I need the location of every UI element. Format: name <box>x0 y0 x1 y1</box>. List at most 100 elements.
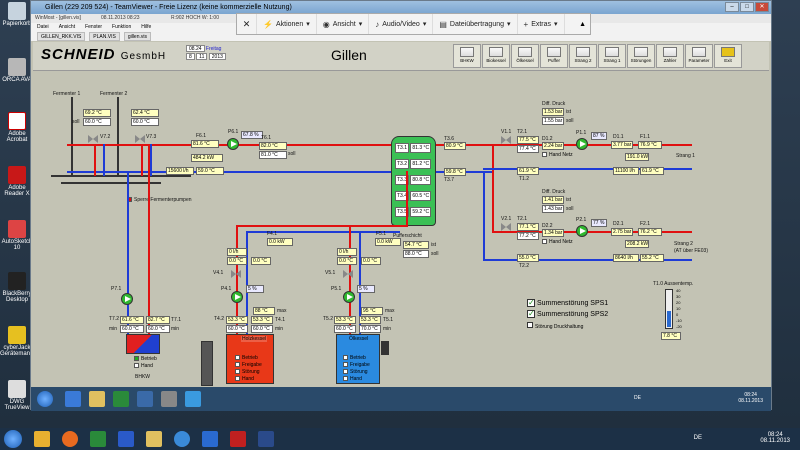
language-indicator[interactable]: DE <box>693 435 702 441</box>
desktop-icon-reader[interactable]: Adobe Reader X <box>0 166 34 197</box>
extras-menu[interactable]: +Extras▾ <box>518 14 565 34</box>
desktop-icon-blackberry[interactable]: BlackBerry Desktop <box>0 272 34 303</box>
t34-value: 60.5 °C <box>410 191 432 201</box>
chevron-down-icon: ▾ <box>422 21 427 28</box>
puffer-soll[interactable]: 88.0 °C <box>403 250 429 258</box>
folder-icon[interactable] <box>34 431 50 447</box>
pump-p21-icon[interactable] <box>576 225 588 237</box>
view-menu[interactable]: ◉Ansicht▾ <box>317 14 370 34</box>
s2-dd-soll[interactable]: 1.43 bar <box>542 205 564 213</box>
word-icon[interactable] <box>118 431 134 447</box>
actions-menu[interactable]: ⚡Aktionen▾ <box>257 14 317 34</box>
t21-soll[interactable]: 77.4 °C <box>517 145 539 153</box>
status-led-icon <box>343 369 348 375</box>
menu-funktion[interactable]: Funktion <box>112 24 132 30</box>
nav-biokessel-button[interactable]: Biokessel <box>482 44 510 68</box>
nav-puffer-button[interactable]: Puffer <box>540 44 568 68</box>
alarm-sps2[interactable]: ✓Summenstörung SPS2 <box>527 309 609 318</box>
pump-p11-icon[interactable] <box>576 138 588 150</box>
alarm-sps1[interactable]: ✓Summenstörung SPS1 <box>527 298 609 307</box>
bhkw-unit[interactable] <box>126 334 160 354</box>
desktop-icon-orca[interactable]: ORCA AVA <box>0 58 34 83</box>
t42-min[interactable]: 60.0 °C <box>226 325 248 333</box>
pump-p71-icon[interactable] <box>121 293 133 305</box>
min-label: min <box>171 326 180 332</box>
nav-zaehler-button[interactable]: Zähler <box>656 44 684 68</box>
pump-p41-icon[interactable] <box>231 291 243 303</box>
app-icon[interactable] <box>230 431 246 447</box>
tab-plan[interactable]: PLAN.VIS <box>89 32 120 41</box>
nav-exit-button[interactable]: Exit <box>714 44 742 68</box>
app-icon[interactable] <box>161 391 177 407</box>
t52-min[interactable]: 60.0 °C <box>334 325 356 333</box>
nav-parameter-button[interactable]: Parameter <box>685 44 713 68</box>
t61-soll[interactable]: 81.0 °C <box>259 151 287 159</box>
t43-min[interactable]: 60.0 °C <box>251 325 273 333</box>
menu-hilfe[interactable]: Hilfe <box>141 24 152 30</box>
ist-label: ist <box>431 242 436 248</box>
desktop-icon-acrobat[interactable]: Adobe Acrobat <box>0 112 34 143</box>
fermenter-header-pipe <box>51 175 191 177</box>
t72-min[interactable]: 60.0 °C <box>120 325 144 333</box>
folder-icon[interactable] <box>89 391 105 407</box>
desktop-icon-papierkorb[interactable]: Papierkorb <box>0 2 34 27</box>
nav-stoerungen-button[interactable]: Störungen <box>627 44 655 68</box>
media-icon[interactable] <box>113 391 129 407</box>
ie-icon[interactable] <box>174 431 190 447</box>
teamviewer-icon[interactable] <box>202 431 218 447</box>
maximize-button[interactable]: □ <box>740 2 754 12</box>
start-button[interactable] <box>37 391 53 407</box>
pump-p51-icon[interactable] <box>343 291 355 303</box>
f2-soll-value[interactable]: 60.0 °C <box>131 118 159 126</box>
oelkessel-unit[interactable]: Ölkessel Betrieb Freigabe Störung Hand <box>336 334 380 384</box>
alarm-druckhaltung[interactable]: Störung Druckhaltung <box>527 322 583 330</box>
menu-fenster[interactable]: Fenster <box>85 24 103 30</box>
minimize-button[interactable]: – <box>725 2 739 12</box>
teamviewer-icon[interactable] <box>137 391 153 407</box>
nav-strang1-button[interactable]: Strang 1 <box>598 44 626 68</box>
desktop-icon-autosketch[interactable]: AutoSketch 10 <box>0 220 34 251</box>
puffer-tank[interactable]: T3.1 81.3 °C T3.2 81.2 °C T3.3 80.8 °C T… <box>391 136 436 226</box>
nav-oelkessel-button[interactable]: Ölkessel <box>511 44 539 68</box>
menu-ansicht[interactable]: Ansicht <box>58 24 76 30</box>
t53-min[interactable]: 70.0 °C <box>359 325 381 333</box>
ist-label: ist <box>566 197 571 203</box>
language-indicator[interactable]: DE <box>634 395 641 401</box>
tab-gillen-rkk[interactable]: GILLEN_RKK.VIS <box>37 32 86 41</box>
app2-icon[interactable] <box>258 431 274 447</box>
desktop-icon-dwg[interactable]: DWG TrueView <box>0 380 34 411</box>
ie-icon[interactable] <box>65 391 81 407</box>
t22-soll[interactable]: 77.2 °C <box>517 232 539 240</box>
pin-icon[interactable]: ▲ <box>579 20 586 28</box>
remote-screen[interactable]: WinMost - [gillen.vis] 08.11.2013 08:23 … <box>31 14 771 411</box>
thermometer-fill <box>667 311 671 327</box>
file-transfer-menu[interactable]: ▤Dateiübertragung▾ <box>433 14 518 34</box>
s1-dd-soll[interactable]: 1.55 bar <box>542 117 564 125</box>
app2-icon[interactable] <box>185 391 201 407</box>
s1-hand-netz[interactable]: Hand Netz <box>542 152 573 158</box>
close-window-button[interactable]: ✕ <box>755 2 769 12</box>
chevron-down-icon: ▾ <box>507 21 511 28</box>
excel-icon[interactable] <box>90 431 106 447</box>
desktop-icon-cyberjack[interactable]: cyberJack Gerätemanager <box>0 326 42 357</box>
firefox-icon[interactable] <box>62 431 78 447</box>
start-button[interactable] <box>4 430 22 448</box>
close-session-button[interactable]: ✕ <box>237 14 257 34</box>
diff-druck-label: Diff. Druck <box>542 189 566 195</box>
s2-hand-netz[interactable]: Hand Netz <box>542 239 573 245</box>
audio-video-menu[interactable]: ♪Audio/Video▾ <box>369 14 434 34</box>
menu-datei[interactable]: Datei <box>37 24 49 30</box>
f1-soll-value[interactable]: 60.0 °C <box>83 118 111 126</box>
explorer-icon[interactable] <box>146 431 162 447</box>
holzkessel-unit[interactable]: Holzkessel Betrieb Freigabe Störung Hand <box>226 334 274 384</box>
nav-bhkw-button[interactable]: BHKW <box>453 44 481 68</box>
tab-gillen[interactable]: gillen.vis <box>123 32 151 41</box>
t73-min[interactable]: 60.0 °C <box>146 325 170 333</box>
pump-p61-icon[interactable] <box>227 138 239 150</box>
scada-header: SCHNEID GesmbH 08.24 Freitag 8 11 2013 G… <box>33 42 769 71</box>
nav-strang2-button[interactable]: Strang 2 <box>569 44 597 68</box>
speaker-icon: ♪ <box>375 19 380 29</box>
sperre-fermenterpumpen[interactable]: Sperre Fermenterpumpen <box>127 197 192 203</box>
